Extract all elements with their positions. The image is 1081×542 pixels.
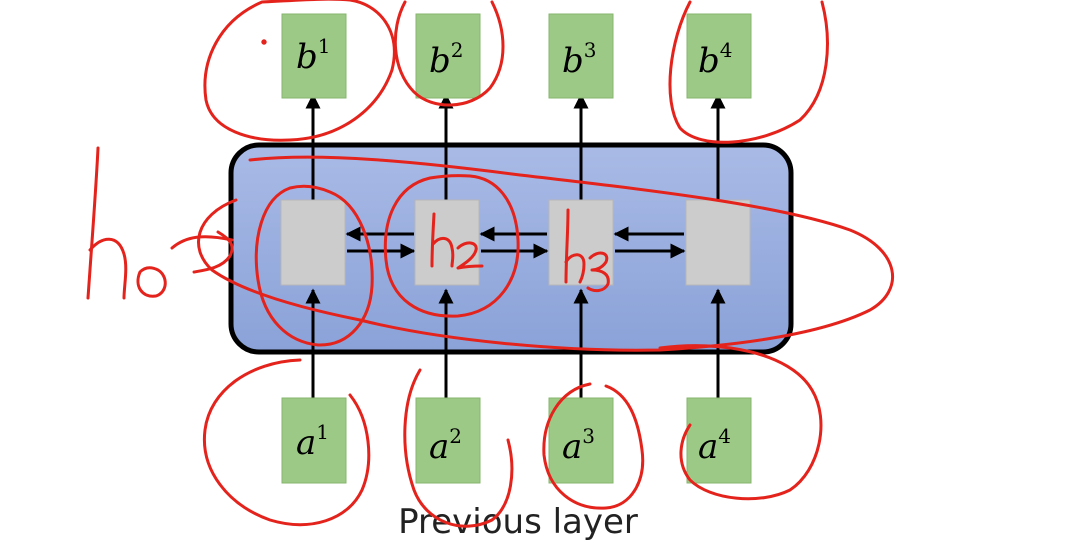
hidden-cell-1 — [280, 199, 346, 286]
circle-h1 — [254, 184, 374, 347]
hidden-cell-4 — [685, 199, 751, 286]
circle-b1 — [203, 0, 396, 142]
input-box-4 — [686, 397, 752, 484]
circle-b4 — [668, 0, 829, 144]
output-label-4: b4 — [698, 38, 733, 81]
handwritten-h3 — [564, 208, 610, 293]
input-box-1 — [281, 397, 347, 484]
input-boxes — [281, 397, 752, 484]
input-box-3 — [548, 397, 614, 484]
circle-a3 — [542, 382, 645, 510]
output-box-4 — [686, 13, 752, 99]
output-label-3: b3 — [562, 38, 597, 81]
circle-a4 — [658, 344, 823, 501]
input-label-2: a2 — [429, 424, 462, 467]
output-label-2: b2 — [429, 38, 464, 81]
input-box-2 — [415, 397, 481, 484]
output-box-1 — [281, 13, 347, 99]
red-annotations — [86, 0, 895, 528]
ink-dot — [261, 39, 267, 45]
vertical-arrows — [305, 93, 726, 398]
circle-h2 — [383, 174, 520, 318]
input-label-4: a4 — [698, 424, 731, 467]
output-label-1: b1 — [296, 34, 331, 77]
input-label-3: a3 — [562, 424, 595, 467]
circle-a2 — [403, 368, 514, 528]
long-ellipse — [197, 155, 895, 352]
output-box-2 — [415, 13, 481, 99]
circle-a1 — [202, 358, 371, 527]
output-box-3 — [548, 13, 614, 99]
circle-b2 — [393, 0, 505, 107]
hidden-cells — [280, 199, 751, 286]
handwritten-h2 — [430, 212, 484, 270]
input-label-1: a1 — [296, 420, 329, 463]
output-boxes — [281, 13, 752, 99]
horizontal-arrows — [345, 226, 686, 259]
handwritten-h0 — [86, 146, 234, 300]
